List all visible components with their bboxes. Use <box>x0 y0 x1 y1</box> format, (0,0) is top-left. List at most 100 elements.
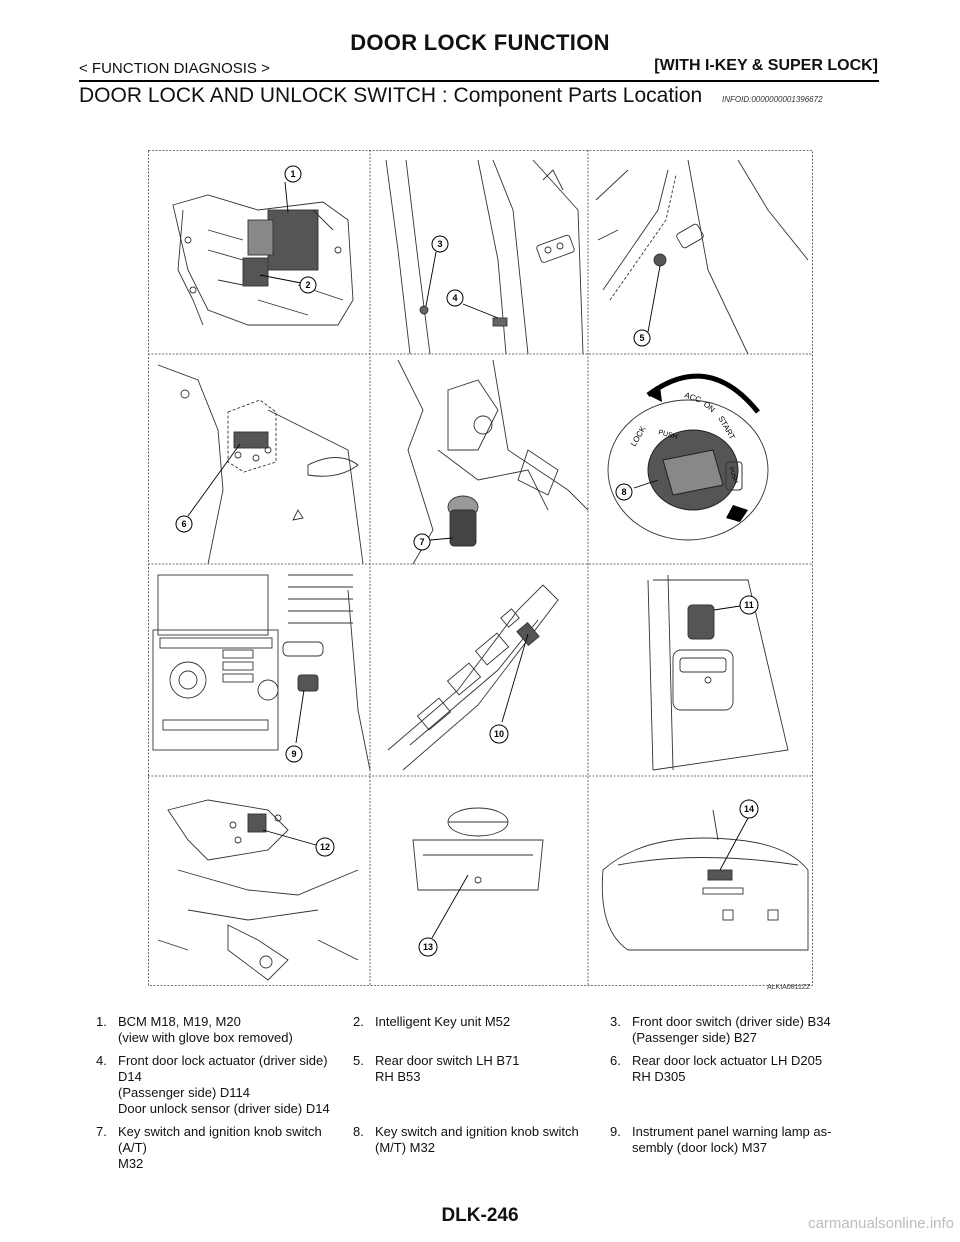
callout-13: 13 <box>418 937 438 957</box>
section-heading: DOOR LOCK AND UNLOCK SWITCH : Component … <box>79 84 703 107</box>
legend-text: RH B53 <box>375 1069 421 1084</box>
panel-front-door-illustration <box>385 159 584 355</box>
callout-leader-10 <box>501 633 529 723</box>
legend-text: (Passenger side) B27 <box>632 1030 758 1045</box>
callout-leader-12 <box>262 829 317 846</box>
legend-number: 1. <box>96 1014 107 1029</box>
callout-3: 3 <box>431 235 449 253</box>
callout-8: 8 <box>615 483 633 501</box>
legend-item-1: 1. BCM M18, M19, M20(view with glove box… <box>96 1014 353 1046</box>
panel-trunk-handle-illustration <box>412 807 544 891</box>
legend-number: 6. <box>610 1053 621 1068</box>
panel-at-ignition-illustration <box>397 359 589 565</box>
callout-leader-14 <box>719 817 749 871</box>
legend-item-2: 2. Intelligent Key unit M52 <box>353 1014 610 1046</box>
ignition-label-on: ON <box>702 400 717 415</box>
legend-row: 1. BCM M18, M19, M20(view with glove box… <box>96 1014 886 1046</box>
callout-14: 14 <box>739 799 759 819</box>
panel-lid-opener-illustration <box>157 799 359 981</box>
legend-text: Rear door switch LH B71 <box>375 1053 520 1068</box>
legend-item-4: 4. Front door lock actuator (driver side… <box>96 1053 353 1117</box>
callout-5: 5 <box>633 329 651 347</box>
page-number: DLK-246 <box>441 1205 519 1226</box>
callout-7: 7 <box>413 533 431 551</box>
legend-text: Key switch and ignition knob switch <box>375 1124 579 1139</box>
legend-number: 3. <box>610 1014 621 1029</box>
section-label-right: [WITH I-KEY & SUPER LOCK] <box>654 57 878 74</box>
legend-row: 4. Front door lock actuator (driver side… <box>96 1053 886 1117</box>
legend-text: Instrument panel warning lamp as- <box>632 1124 832 1139</box>
svg-text:7: 7 <box>419 537 424 547</box>
callout-leader-11 <box>713 605 741 611</box>
svg-text:12: 12 <box>320 842 330 852</box>
svg-text:9: 9 <box>291 749 296 759</box>
legend-text: Front door lock actuator (driver side) D… <box>118 1053 328 1084</box>
svg-text:3: 3 <box>437 239 442 249</box>
callout-leader-7 <box>429 537 454 541</box>
panel-window-switch-illustration <box>387 584 559 771</box>
svg-text:5: 5 <box>639 333 644 343</box>
legend-text: Rear door lock actuator LH D205 <box>632 1053 823 1068</box>
callout-6: 6 <box>175 515 193 533</box>
svg-text:10: 10 <box>494 729 504 739</box>
section-label-left: < FUNCTION DIAGNOSIS > <box>79 60 270 77</box>
component-legend: 1. BCM M18, M19, M20(view with glove box… <box>96 1014 886 1179</box>
callout-10: 10 <box>489 724 509 744</box>
figure-illustration: LOCK ACC ON START PUSH PUSH <box>148 150 813 986</box>
legend-text: (M/T) M32 <box>375 1140 435 1155</box>
legend-text: Front door switch (driver side) B34 <box>632 1014 831 1029</box>
callout-11: 11 <box>739 595 759 615</box>
callout-2: 2 <box>299 276 317 294</box>
legend-text: RH D305 <box>632 1069 686 1084</box>
callout-circles: 1 2 3 4 5 6 7 8 9 10 11 12 13 14 <box>175 165 759 957</box>
panel-bcm-illustration <box>172 194 354 326</box>
callout-leader-5 <box>647 265 661 333</box>
legend-text: BCM M18, M19, M20 <box>118 1014 241 1029</box>
callout-1: 1 <box>284 165 302 183</box>
callout-leader-8 <box>633 479 659 489</box>
callout-leader-13 <box>431 874 469 939</box>
figure-code: ALKIA0811ZZ <box>767 984 811 991</box>
callout-4: 4 <box>446 289 464 307</box>
callout-9: 9 <box>285 745 303 763</box>
svg-text:4: 4 <box>452 293 457 303</box>
panel-console-illustration <box>152 574 371 771</box>
legend-item-8: 8. Key switch and ignition knob switch(M… <box>353 1124 610 1172</box>
header-rule <box>79 80 879 82</box>
legend-text: sembly (door lock) M37 <box>632 1140 768 1155</box>
panel-rear-actuator-illustration <box>157 364 364 565</box>
svg-text:2: 2 <box>305 280 310 290</box>
panel-door-switch-illustration <box>647 574 789 771</box>
component-location-figure: LOCK ACC ON START PUSH PUSH <box>148 150 813 986</box>
legend-item-3: 3. Front door switch (driver side) B34(P… <box>610 1014 867 1046</box>
legend-number: 4. <box>96 1053 107 1068</box>
legend-row: 7. Key switch and ignition knob switch (… <box>96 1124 886 1172</box>
watermark[interactable]: carmanualsonline.info <box>808 1215 954 1232</box>
ignition-label-acc: ACC <box>683 390 702 404</box>
legend-number: 9. <box>610 1124 621 1139</box>
svg-text:6: 6 <box>181 519 186 529</box>
legend-item-7: 7. Key switch and ignition knob switch (… <box>96 1124 353 1172</box>
info-id: INFOID:0000000001396672 <box>722 95 823 104</box>
svg-text:14: 14 <box>744 804 754 814</box>
ignition-label-push: PUSH <box>657 429 678 441</box>
legend-number: 7. <box>96 1124 107 1139</box>
callout-12: 12 <box>315 837 335 857</box>
legend-number: 8. <box>353 1124 364 1139</box>
svg-text:11: 11 <box>744 600 754 610</box>
svg-text:1: 1 <box>290 169 295 179</box>
svg-text:13: 13 <box>423 942 433 952</box>
legend-text: Intelligent Key unit M52 <box>375 1014 511 1029</box>
panel-mt-ignition-illustration: LOCK ACC ON START PUSH PUSH <box>607 373 769 541</box>
legend-text: (view with glove box removed) <box>118 1030 293 1045</box>
legend-number: 5. <box>353 1053 364 1068</box>
panel-rear-door-switch-illustration <box>595 159 809 355</box>
legend-text: Key switch and ignition knob switch (A/T… <box>118 1124 322 1155</box>
page-title: DOOR LOCK FUNCTION <box>350 30 610 55</box>
callout-leader-6 <box>187 443 241 517</box>
ignition-label-lock: LOCK <box>629 424 648 448</box>
callout-leader-9 <box>295 689 305 744</box>
legend-item-9: 9. Instrument panel warning lamp as-semb… <box>610 1124 867 1172</box>
